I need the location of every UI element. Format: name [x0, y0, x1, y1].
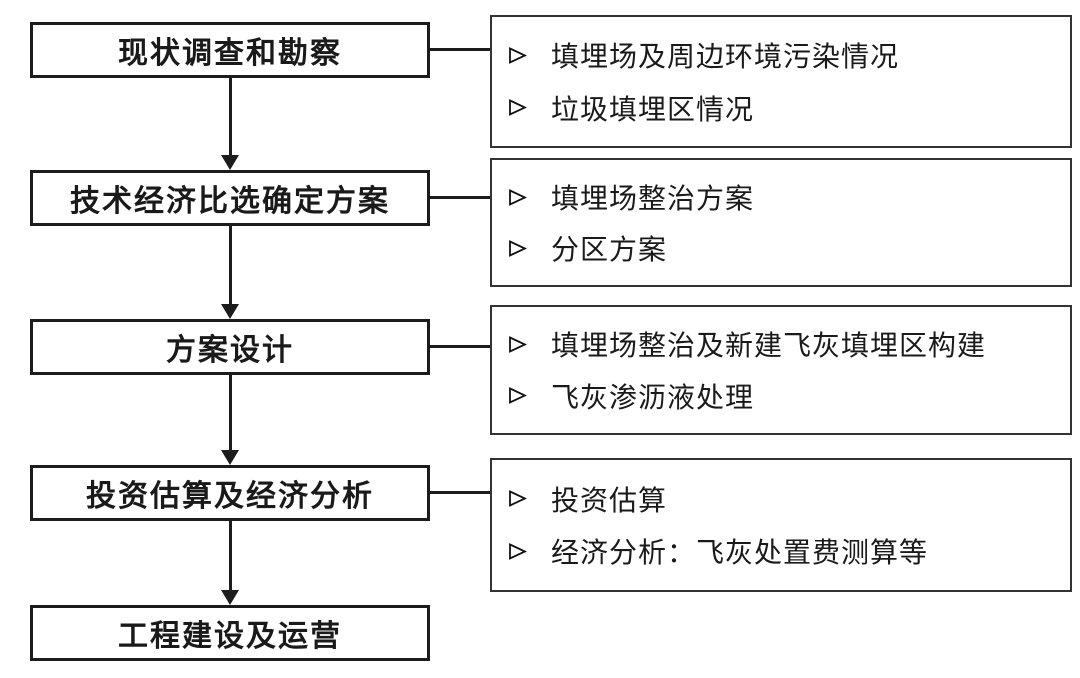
detail-text: 填埋场及周边环境污染情况: [551, 42, 900, 74]
arrowhead-bullet-icon: [509, 542, 527, 560]
detail-item: 填埋场整治及新建飞灰填埋区构建: [508, 324, 1060, 364]
arrowhead-bullet-icon: [509, 99, 527, 117]
connector-line-4: [430, 491, 490, 494]
detail-item: 飞灰渗沥液处理: [508, 376, 1060, 416]
detail-text: 经济分析：飞灰处置费测算等: [551, 538, 929, 570]
detail-box-investment: 投资估算 经济分析：飞灰处置费测算等: [490, 458, 1072, 592]
detail-item: 分区方案: [508, 228, 1060, 268]
step-box-investment: 投资估算及经济分析: [30, 465, 430, 521]
step-label-comparison: 技术经济比选确定方案: [70, 185, 390, 218]
down-arrow-4: [221, 521, 239, 605]
detail-box-survey: 填埋场及周边环境污染情况 垃圾填埋区情况: [490, 15, 1072, 148]
connector-line-3: [430, 345, 490, 348]
step-box-survey: 现状调查和勘察: [30, 22, 430, 78]
detail-item: 填埋场及周边环境污染情况: [508, 35, 1060, 75]
detail-text: 垃圾填埋区情况: [551, 94, 755, 126]
down-arrow-2: [221, 226, 239, 319]
connector-line-2: [430, 196, 490, 199]
down-arrow-1: [221, 78, 239, 170]
connector-line-1: [430, 48, 490, 51]
detail-item: 投资估算: [508, 479, 1060, 519]
detail-text: 飞灰渗沥液处理: [551, 382, 755, 414]
arrowhead-bullet-icon: [509, 46, 527, 64]
arrow-shaft: [228, 226, 232, 304]
detail-item: 填埋场整治方案: [508, 177, 1060, 217]
step-label-survey: 现状调查和勘察: [118, 37, 342, 70]
down-arrowhead-icon: [221, 590, 239, 605]
step-label-construction: 工程建设及运营: [118, 620, 342, 653]
down-arrowhead-icon: [221, 450, 239, 465]
arrowhead-bullet-icon: [509, 188, 527, 206]
detail-item: 经济分析：飞灰处置费测算等: [508, 531, 1060, 571]
detail-text: 填埋场整治及新建飞灰填埋区构建: [551, 331, 987, 363]
detail-item: 垃圾填埋区情况: [508, 88, 1060, 128]
step-box-comparison: 技术经济比选确定方案: [30, 170, 430, 226]
step-label-investment: 投资估算及经济分析: [86, 480, 374, 513]
down-arrowhead-icon: [221, 155, 239, 170]
arrow-shaft: [228, 375, 232, 450]
arrowhead-bullet-icon: [509, 387, 527, 405]
step-label-design: 方案设计: [166, 334, 294, 367]
detail-text: 分区方案: [551, 235, 668, 266]
detail-text: 填埋场整治方案: [551, 184, 755, 215]
step-box-design: 方案设计: [30, 319, 430, 375]
arrow-shaft: [228, 521, 232, 590]
detail-box-comparison: 填埋场整治方案 分区方案: [490, 158, 1072, 287]
down-arrow-3: [221, 375, 239, 465]
arrowhead-bullet-icon: [509, 335, 527, 353]
down-arrowhead-icon: [221, 304, 239, 319]
step-box-construction: 工程建设及运营: [30, 605, 430, 661]
arrowhead-bullet-icon: [509, 239, 527, 257]
arrow-shaft: [228, 78, 232, 155]
arrowhead-bullet-icon: [509, 490, 527, 508]
detail-text: 投资估算: [551, 485, 668, 517]
detail-box-design: 填埋场整治及新建飞灰填埋区构建 飞灰渗沥液处理: [490, 305, 1072, 435]
